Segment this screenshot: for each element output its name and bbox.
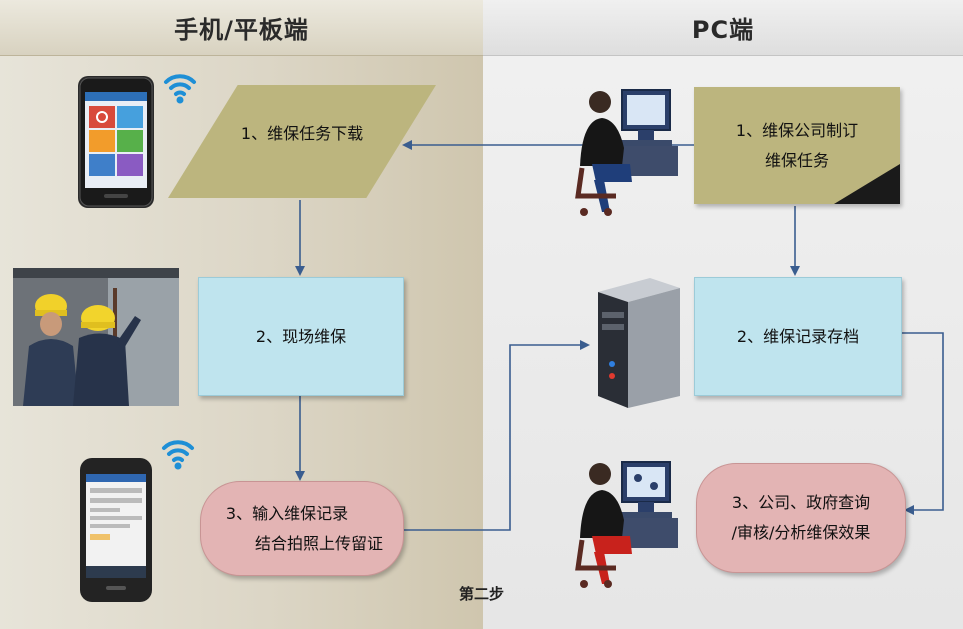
step-record-upload: 3、输入维保记录 结合拍照上传留证 [200, 481, 404, 576]
step-label: 2、维保记录存档 [736, 326, 860, 346]
pc-user-icon [575, 89, 678, 216]
smartphone-icon [80, 458, 152, 602]
step-record-archive: 2、维保记录存档 [694, 277, 902, 396]
wifi-icon [162, 440, 194, 470]
mobile-panel-title: 手机/平板端 [0, 0, 483, 56]
step-label: 1、维保任务下载 [240, 124, 364, 143]
step-label-line1: 3、输入维保记录 [225, 503, 349, 523]
step-label-line2: /审核/分析维保效果 [731, 523, 871, 542]
server-icon [598, 278, 680, 408]
step-label-line1: 1、维保公司制订 [735, 120, 859, 140]
folded-corner [834, 164, 900, 204]
pc-user-icon [575, 461, 678, 588]
step-label-line1: 3、公司、政府查询 [731, 493, 871, 512]
wifi-icon [164, 74, 196, 104]
workers-photo [13, 268, 179, 406]
pc-panel-title: PC端 [483, 0, 963, 56]
step-create-task: 1、维保公司制订 维保任务 [694, 87, 900, 204]
step-label-line2: 结合拍照上传留证 [254, 533, 383, 553]
step-onsite-maintenance: 2、现场维保 [198, 277, 404, 396]
step-label-line2: 维保任务 [764, 150, 829, 170]
step-query-review: 3、公司、政府查询 /审核/分析维保效果 [696, 463, 906, 573]
step-label: 2、现场维保 [255, 326, 347, 346]
smartphone-icon [78, 76, 154, 208]
caption: 第二步 [458, 585, 504, 603]
